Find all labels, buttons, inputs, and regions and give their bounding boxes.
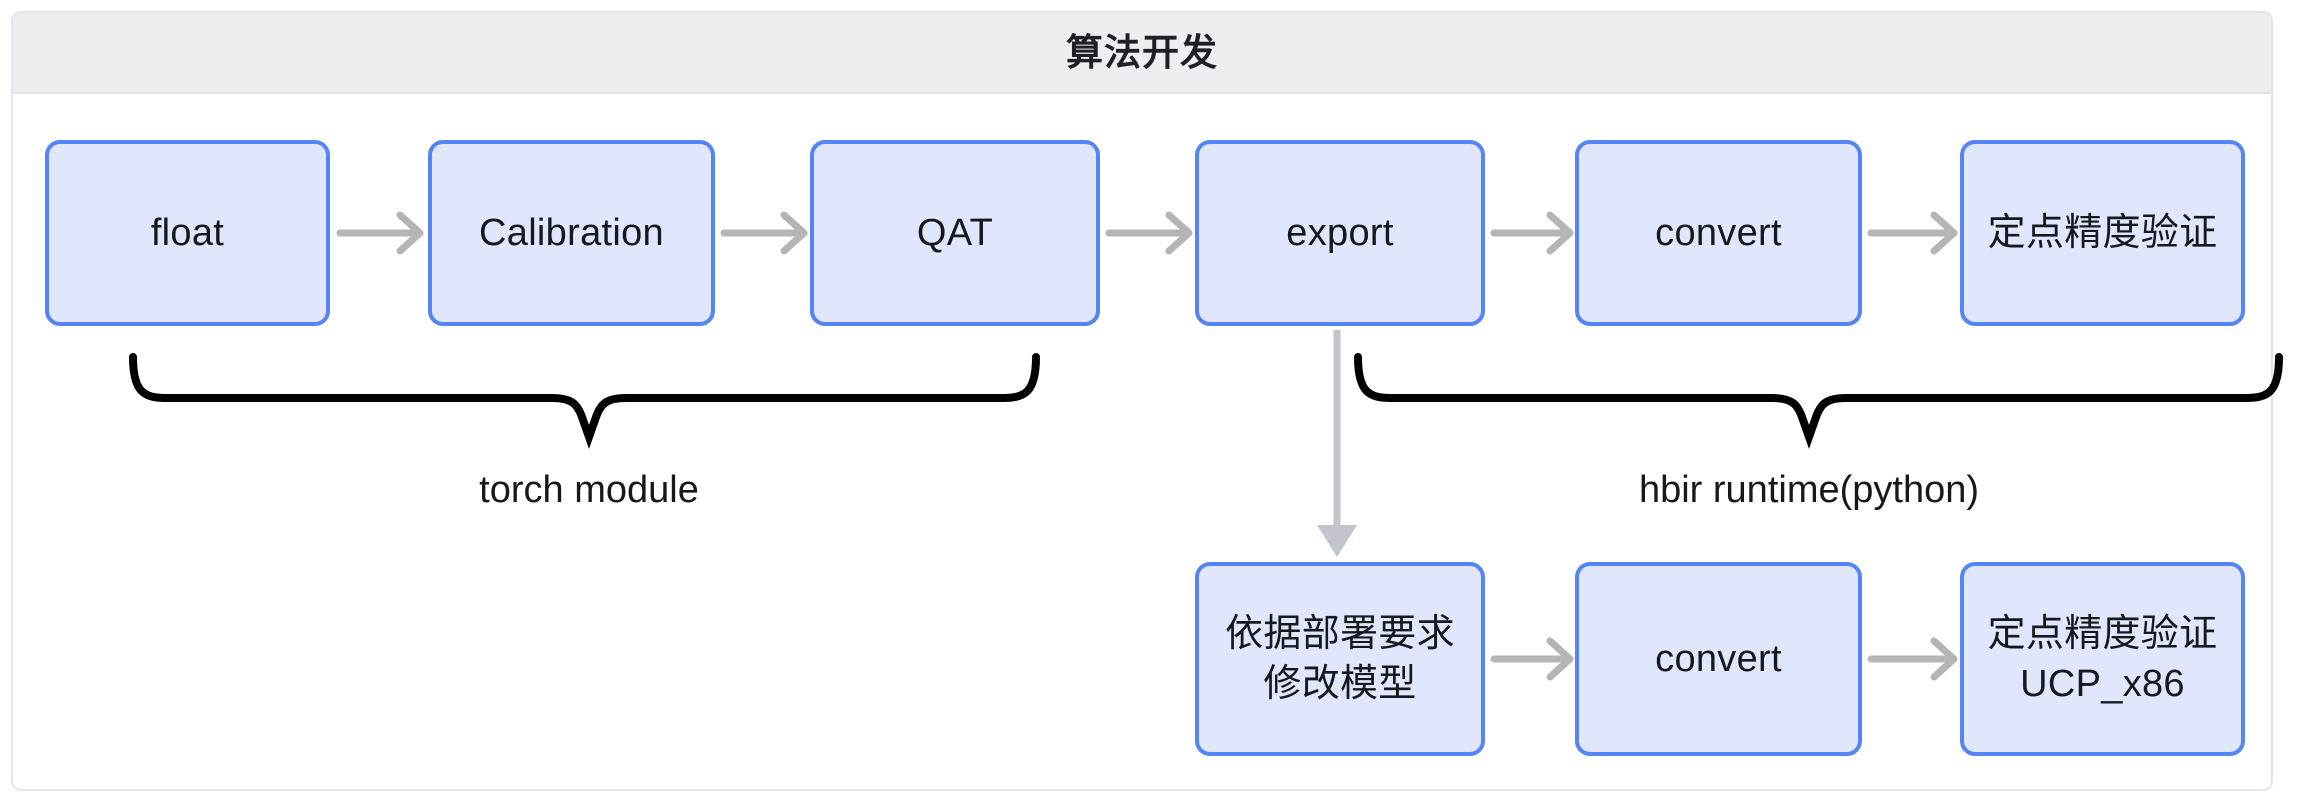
node-verify-ucp[interactable]: 定点精度验证 UCP_x86	[1960, 562, 2245, 756]
node-float[interactable]: float	[45, 140, 330, 326]
node-convert-bottom[interactable]: convert	[1575, 562, 1862, 756]
node-export[interactable]: export	[1195, 140, 1485, 326]
brace-label-hbir-runtime: hbir runtime(python)	[1638, 469, 1980, 511]
algorithm-development-frame: 算法开发	[11, 11, 2273, 791]
frame-header: 算法开发	[13, 13, 2271, 94]
node-convert-top[interactable]: convert	[1575, 140, 1862, 326]
node-calibration[interactable]: Calibration	[428, 140, 715, 326]
node-verify-top[interactable]: 定点精度验证	[1960, 140, 2245, 326]
page-title: 算法开发	[1066, 32, 1218, 73]
brace-label-torch-module: torch module	[479, 469, 699, 511]
node-modify-model[interactable]: 依据部署要求 修改模型	[1195, 562, 1485, 756]
frame-body	[13, 94, 2271, 789]
node-qat[interactable]: QAT	[810, 140, 1100, 326]
